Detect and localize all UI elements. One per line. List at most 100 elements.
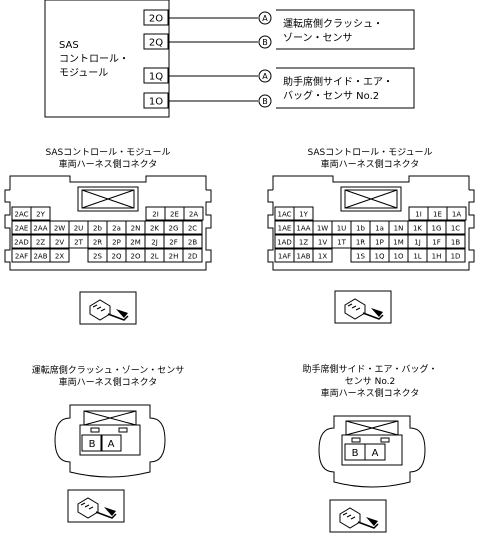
pin-label: 2W [54, 225, 65, 233]
pin-label: 2S [93, 253, 102, 261]
crash-pin-a: A [108, 439, 115, 450]
pin-label: 1M [393, 239, 404, 247]
terminal-circle-a2 [258, 69, 272, 83]
pin-label: 2M [130, 239, 141, 247]
pin-label: 1R [356, 239, 365, 247]
pin-label: 2a [112, 225, 121, 233]
pin-cell [293, 206, 314, 221]
terminal-label-a1: A [262, 14, 268, 23]
sas-module-box [44, 0, 170, 118]
right-connector-outline [267, 175, 475, 271]
pin-label-2q: 2Q [149, 38, 163, 49]
pin-label: 1I [415, 211, 422, 219]
pin-label: 1B [451, 239, 460, 247]
pin-label: 1Z [299, 239, 308, 247]
terminal-circle-b1 [258, 35, 272, 49]
pin-label: 2N [131, 225, 141, 233]
pin-cell [182, 220, 203, 235]
crash-pin-b: B [89, 439, 96, 450]
pin-cell [312, 248, 333, 263]
pin-label: 2AF [15, 253, 28, 261]
terminal-label-b2: B [262, 97, 268, 106]
crash-connector-title-1: 運転席側クラッシュ・ゾーン・センサ [32, 364, 185, 376]
sas-label-2: コントロール・ [59, 54, 129, 65]
side-pin-b: B [352, 448, 359, 459]
left-connector-title: SASコントロール・モジュール [45, 148, 170, 158]
pin-label: 1G [432, 225, 442, 233]
pin-label: 1Y [299, 211, 308, 219]
pin-label: 1AE [278, 225, 292, 233]
sas-label-1: SAS [59, 40, 79, 51]
left-connector-outline [4, 175, 212, 271]
pin-label: 1AD [277, 239, 292, 247]
pin-cell [445, 248, 466, 263]
pin-label: 2E [170, 211, 179, 219]
pin-label: 2P [112, 239, 121, 247]
pin-label: 2G [169, 225, 179, 233]
pin-label: 2D [188, 253, 198, 261]
pin-label-1o: 1O [149, 97, 163, 108]
pin-label: 2AD [14, 239, 29, 247]
pin-label: 1S [356, 253, 365, 261]
pin-label: 2Q [112, 253, 122, 261]
pin-cell [445, 220, 466, 235]
pin-label: 1K [413, 225, 422, 233]
crash-connector-outline [54, 404, 166, 478]
pin-label: 1N [394, 225, 404, 233]
pin-label: 2F [169, 239, 177, 247]
terminal-circle-a1 [258, 11, 272, 25]
pin-label: 2T [74, 239, 83, 247]
pin-label: 2AA [33, 225, 47, 233]
pin-cell [30, 206, 51, 221]
pin-label: 1P [375, 239, 384, 247]
pin-label: 2b [93, 225, 102, 233]
pin-label: 2AC [14, 211, 28, 219]
side-sensor-label-1: 助手席側サイド・エア・ [283, 75, 393, 88]
pin-label-2o: 2O [149, 14, 163, 25]
side-sensor-label-2: バッグ・センサ No.2 [283, 89, 379, 102]
crash-sensor-box [276, 9, 415, 50]
pin-label: 1AF [278, 253, 291, 261]
left-connector-subtitle: 車両ハーネス側コネクタ [59, 158, 158, 170]
side-pin-a: A [372, 448, 379, 459]
harness-view-icon-right [334, 290, 392, 324]
right-connector-subtitle: 車両ハーネス側コネクタ [321, 158, 420, 170]
pin-label: 1W [317, 225, 328, 233]
pin-label: 2H [169, 253, 179, 261]
sas-label-3: モジュール [59, 68, 108, 79]
pin-label: 1b [356, 225, 365, 233]
side-connector-title-2: センサ No.2 [345, 376, 396, 387]
pin-label: 1F [432, 239, 440, 247]
terminal-label-b1: B [262, 38, 268, 47]
pin-cell [182, 248, 203, 263]
pin-label: 1L [413, 253, 421, 261]
pin-label: 2J [151, 239, 158, 247]
pin-label: 2K [150, 225, 159, 233]
pin-label: 2Z [36, 239, 45, 247]
pin-label: 2Y [36, 211, 45, 219]
pin-label: 1U [337, 225, 347, 233]
pin-label: 1X [318, 253, 327, 261]
pin-label: 2X [55, 253, 64, 261]
side-connector-title-1: 助手席側サイド・エア・バッグ・ [302, 363, 437, 375]
pin-label: 2R [93, 239, 102, 247]
pin-label: 1C [451, 225, 460, 233]
terminal-circle-b2 [258, 94, 272, 108]
pin-label: 1AB [296, 253, 310, 261]
pin-label: 1E [433, 211, 442, 219]
side-sensor-box [276, 67, 415, 109]
pin-label: 2O [131, 253, 141, 261]
pin-label: 1Q [375, 253, 385, 261]
terminal-label-a2: A [262, 72, 268, 81]
pin-label: 2A [189, 211, 198, 219]
pin-cell [183, 206, 204, 221]
pin-label: 1a [375, 225, 384, 233]
pin-label: 1AC [277, 211, 291, 219]
pin-label: 1D [451, 253, 461, 261]
harness-view-icon-side [329, 499, 387, 533]
pin-cell [446, 206, 467, 221]
side-connector-outline [318, 415, 426, 488]
